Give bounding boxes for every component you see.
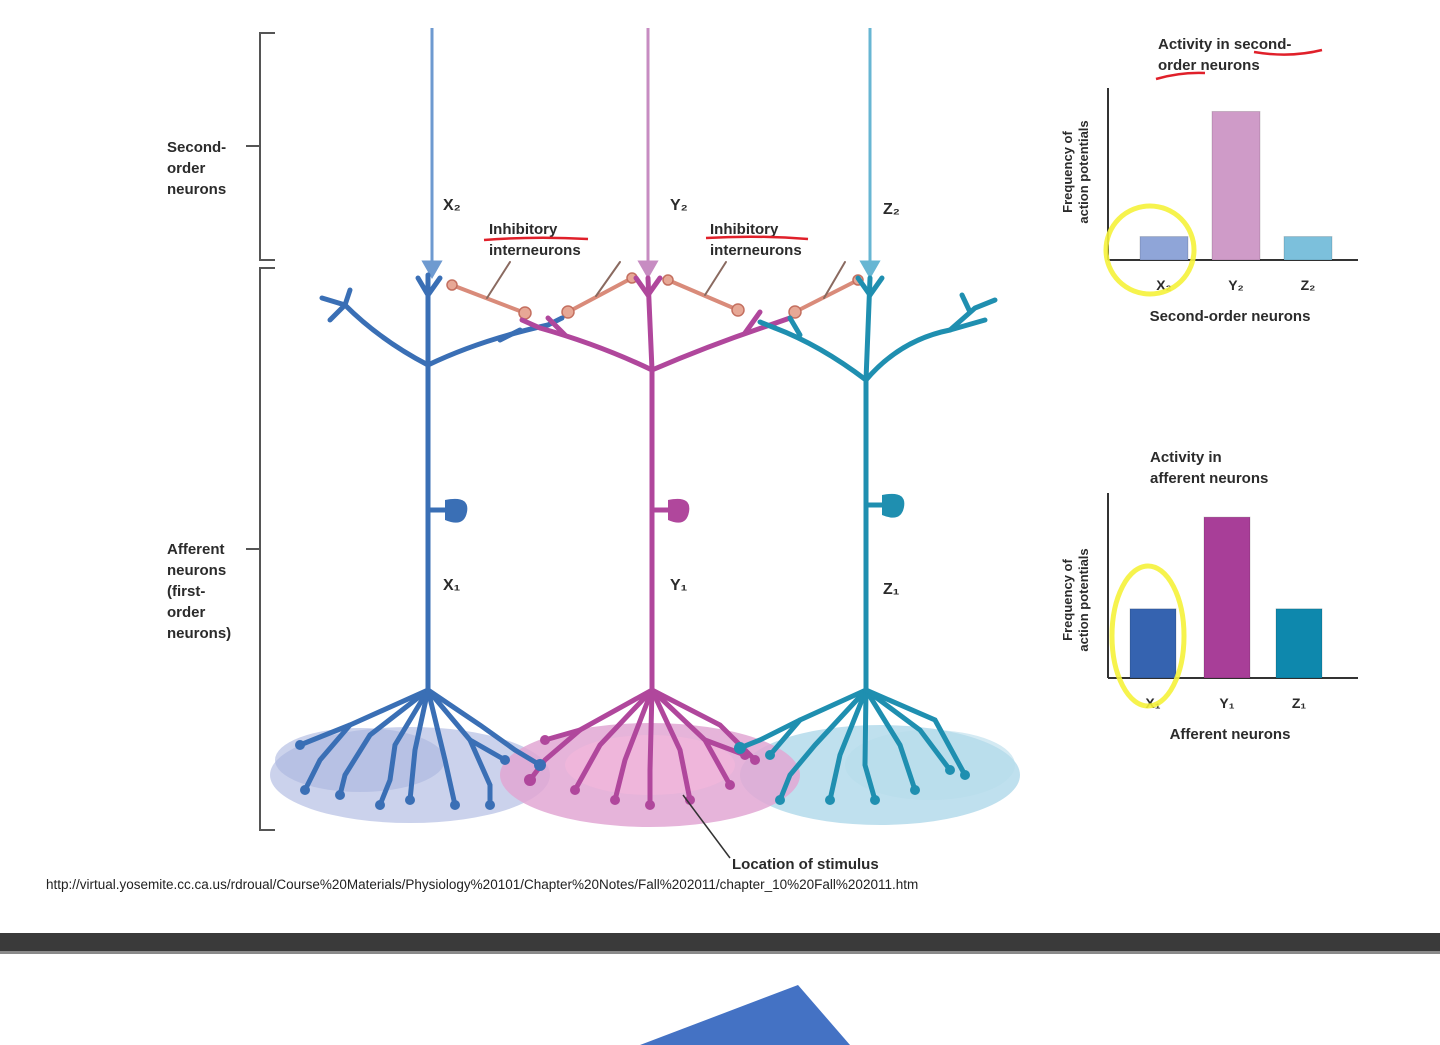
chart-xlabel: Second-order neurons [1150,308,1311,325]
y2-terminal [637,260,659,280]
chart-ylabel: Frequency ofaction potentials [1060,120,1091,223]
y1-neuron [519,275,793,808]
slide-divider-highlight [0,951,1440,954]
red-underline-2 [705,235,809,241]
chart-second-order: Activity in second-order neuronsFrequenc… [1060,36,1358,325]
chart-title: Activity in second-order neurons [1158,36,1291,74]
red-underline-second [1253,48,1323,56]
z2-label: Z₂ [883,201,900,218]
interneuron-terminals [446,272,864,320]
red-underline-1 [483,236,589,242]
bracket-afferent [246,267,275,831]
x2-label: X₂ [443,197,461,214]
chart-xlabel: Afferent neurons [1170,726,1291,743]
z1-neuron [737,275,998,803]
z1-soma [882,493,905,518]
interneuron-label-2: Inhibitory interneurons [710,221,802,259]
chart-tick-label: Y₁ [1219,695,1234,711]
y2-label: Y₂ [670,197,688,214]
interneuron-label-1: Inhibitory interneurons [489,221,581,259]
dendrite-endings [295,735,970,810]
source-url: http://virtual.yosemite.cc.ca.us/rdroual… [46,877,918,892]
chart-bar-1 [1211,110,1261,261]
chart-bar-2 [1275,608,1323,679]
chart-tick-label: Z₁ [1292,695,1307,711]
x1-label: X₁ [443,577,461,594]
chart-bar-0 [1129,608,1177,679]
z2-terminal [859,260,881,280]
stimulus-label: Location of stimulus [732,856,879,873]
x2-terminal [421,260,443,280]
y1-soma [668,498,690,523]
next-slide-arrow-shape [640,985,850,1045]
bracket-second-order [246,32,275,261]
chart-bar-1 [1203,516,1251,679]
chart-bar-2 [1283,236,1333,261]
highlight-circle [1103,203,1197,297]
stimulus-pointer [682,794,731,859]
highlight-circle [1109,563,1187,709]
inhibitory-interneurons [450,261,860,315]
y1-label: Y₁ [670,577,688,594]
red-underline-order [1155,71,1206,81]
second-order-label: Second- order neurons [167,139,230,198]
chart-tick-label: Z₂ [1301,277,1316,293]
slide-divider [0,933,1440,951]
chart-ylabel: Frequency ofaction potentials [1060,548,1091,651]
x1-soma [445,498,468,523]
z1-label: Z₁ [883,581,900,598]
afferent-label: Afferent neurons (first- order neurons) [167,541,231,642]
second-order-neurons [421,28,881,280]
x1-neuron [297,272,565,808]
chart-bar-0 [1139,236,1189,261]
chart-tick-label: Y₂ [1228,277,1244,293]
